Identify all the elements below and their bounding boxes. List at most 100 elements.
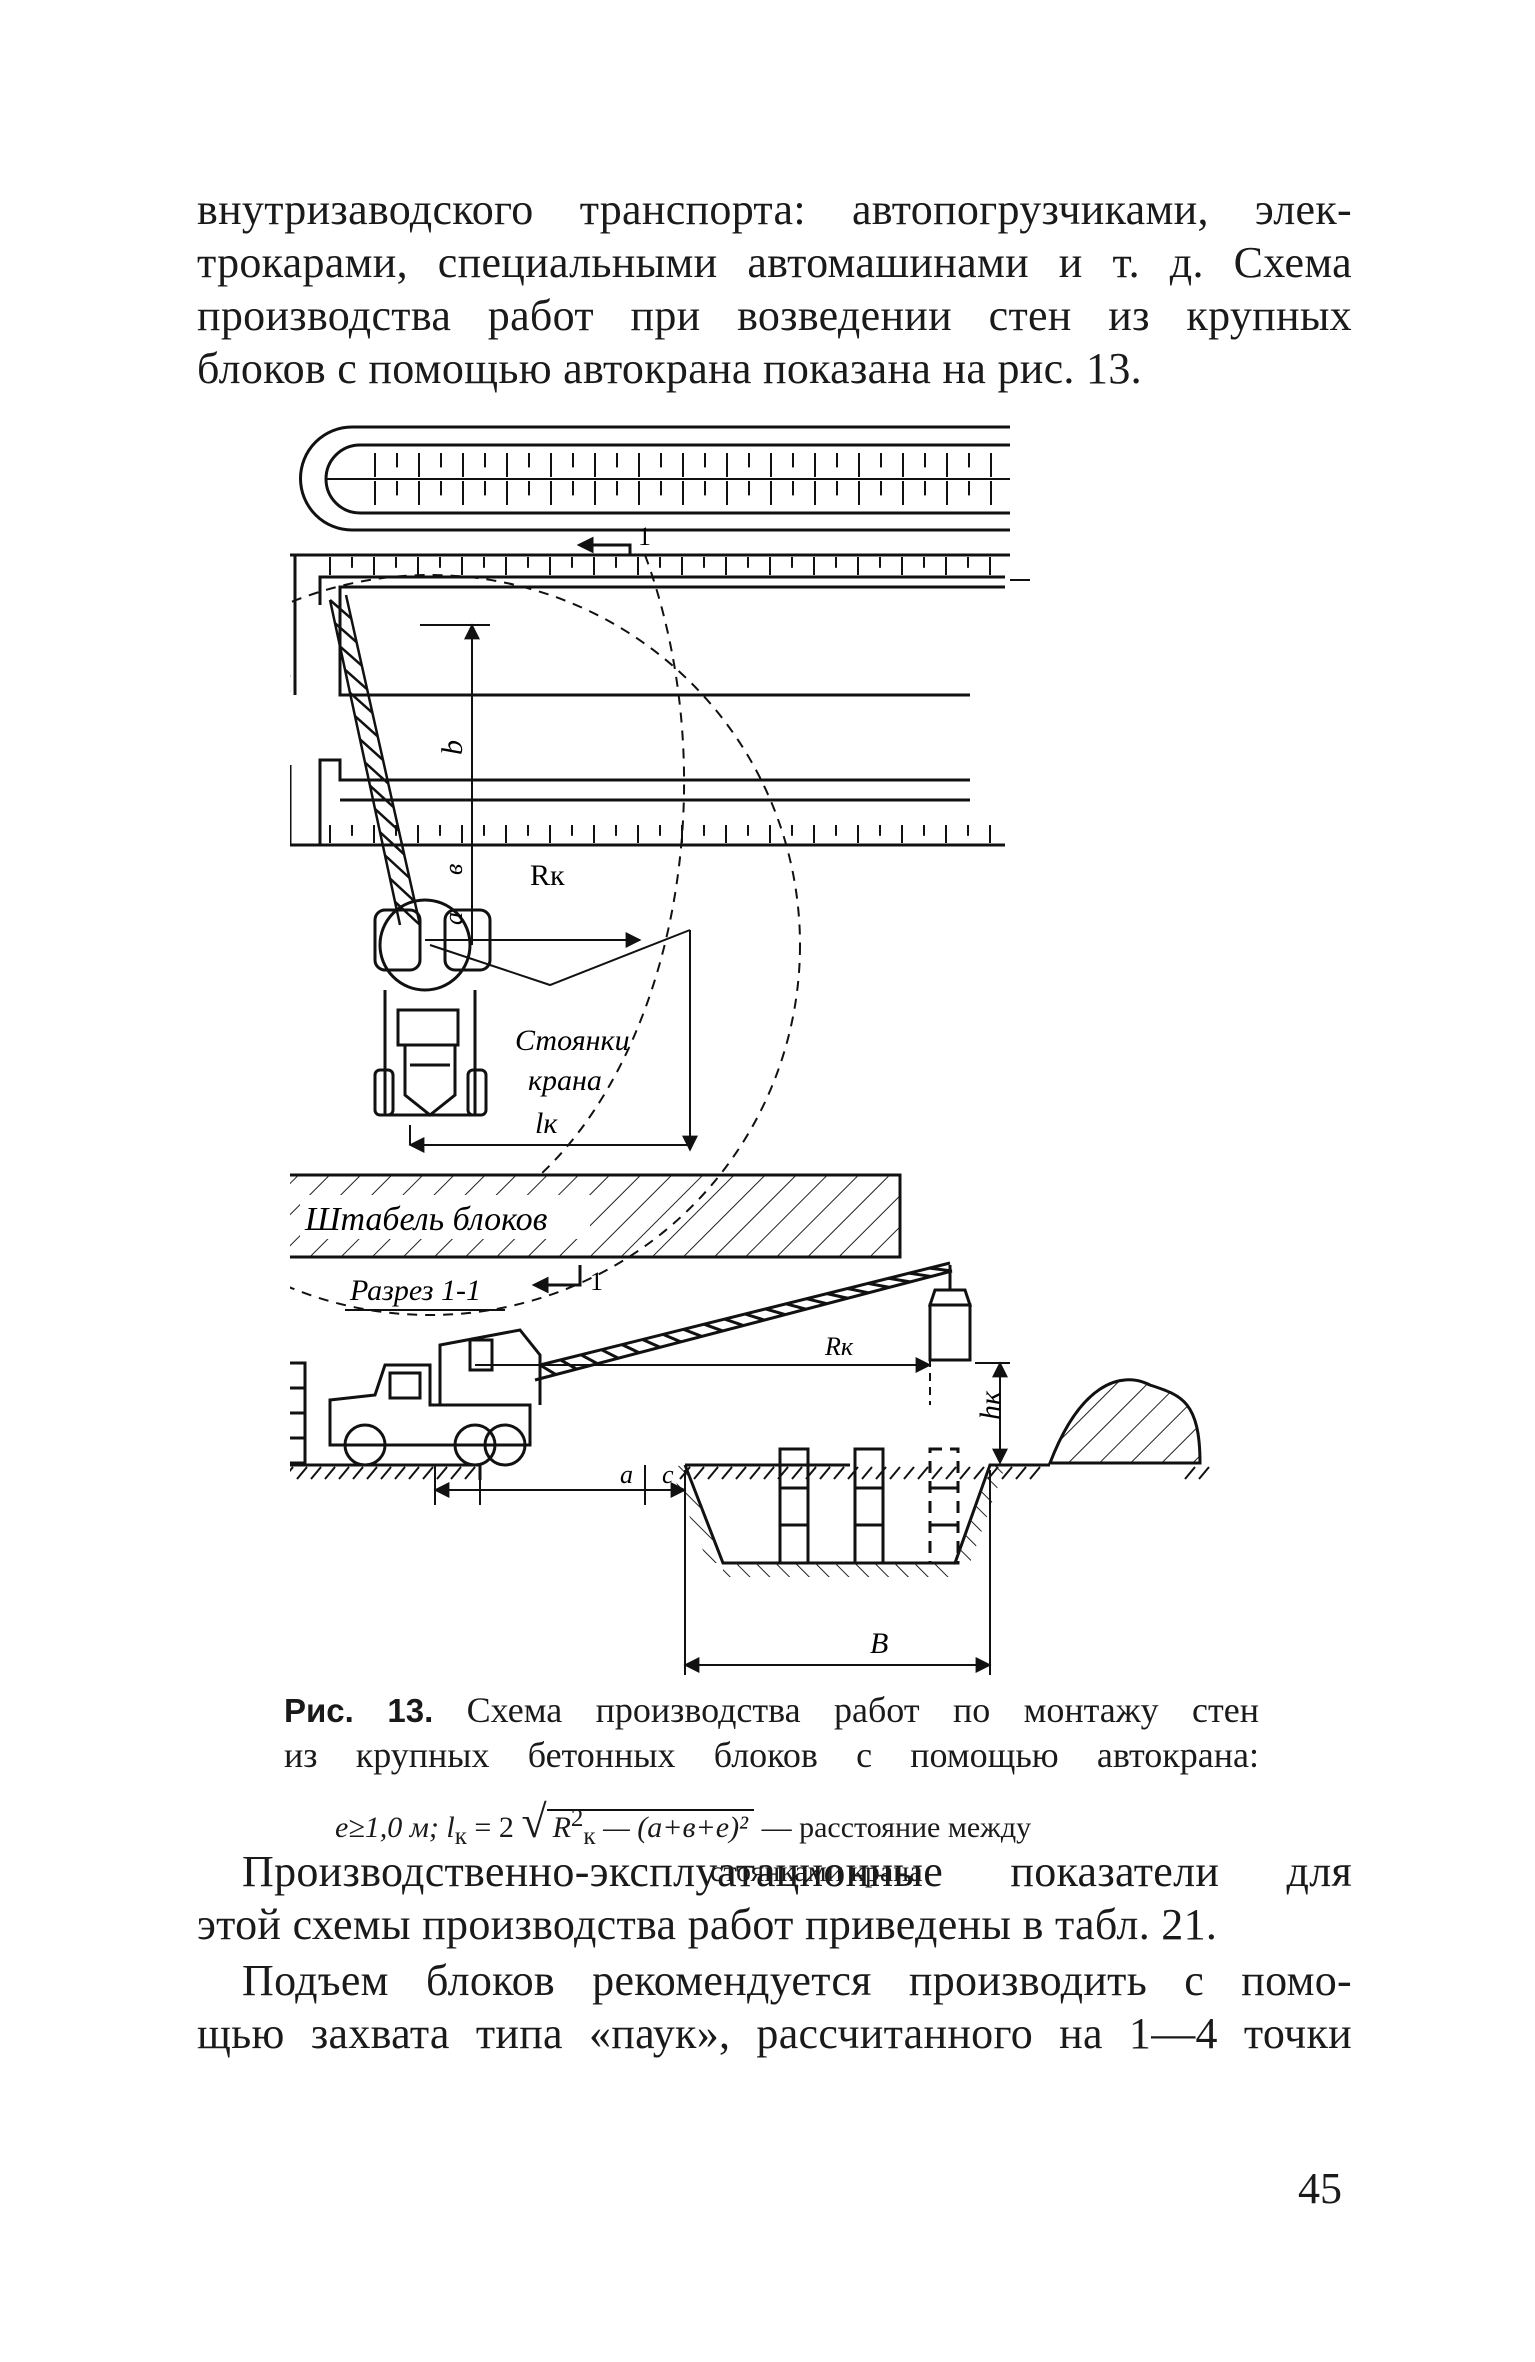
ground-hatch-mark: [791, 1466, 803, 1480]
ground-hatch-mark: [735, 1466, 747, 1480]
parking-pointer-lines: [408, 929, 698, 1153]
text-line: блоков с помощью автокрана показана на р…: [197, 344, 1142, 393]
ground-hatch-mark: [917, 1466, 929, 1480]
label-rk-plan: Rк: [530, 859, 565, 892]
ground-hatch-mark: [707, 1466, 719, 1480]
ground-hatch-mark: [945, 1466, 957, 1480]
label-stoyanki: Стоянки: [515, 1024, 630, 1057]
upper-trench-ticks: [329, 557, 991, 575]
formula-part: e≥1,0 м; l: [335, 1811, 455, 1844]
soil-mound: [1047, 1378, 1202, 1465]
bottom-paragraph: Подъем блоков рекомендуется производить …: [197, 1954, 1352, 2060]
ground-hatch-mark: [833, 1466, 845, 1480]
formula-part: R: [552, 1811, 571, 1844]
ground-hatch-mark: [366, 1466, 378, 1480]
ground-hatch-mark: [819, 1466, 831, 1480]
middle-paragraph: Производственно-эксплуатационные показат…: [197, 1845, 1352, 1951]
lower-trench-ticks: [329, 825, 991, 843]
radius-rk-section: [475, 1345, 932, 1405]
label-shtabel: Штабель блоков: [304, 1201, 548, 1238]
figure-label: Рис. 13.: [284, 1692, 434, 1729]
crane-work-scheme-figure: 1 b в a Rк Стоянки: [290, 425, 1210, 1675]
ground-hatch-mark: [1198, 1466, 1210, 1480]
intro-paragraph: внутризаводского транспорта: автопогрузч…: [197, 183, 1352, 395]
ground-hatch-mark: [889, 1466, 901, 1480]
text-line: производства работ при возведении стен и…: [197, 291, 1352, 340]
ground-hatch-mark: [408, 1466, 420, 1480]
wall-blocks: [778, 1447, 960, 1565]
ground-hatch-mark: [973, 1466, 985, 1480]
caption-formula: e≥1,0 м; lк = 2 √R2к — (a+в+e)² — рассто…: [335, 1795, 1265, 1850]
section-mark-bottom: 1: [590, 1267, 603, 1296]
pit-right-slope-hatch: [955, 1465, 1005, 1563]
truck-crane-side: [328, 1261, 973, 1480]
ground-hatch: [290, 1466, 1210, 1480]
dimension-b: [420, 623, 490, 945]
label-c: c: [662, 1460, 674, 1489]
ground-hatch-mark: [450, 1466, 462, 1480]
dimension-hk: [975, 1361, 1010, 1465]
text-line: Подъем блоков рекомендуется производить …: [242, 1956, 1352, 2005]
label-B: B: [870, 1627, 888, 1660]
ground-hatch-mark: [1029, 1466, 1041, 1480]
ground-hatch-mark: [721, 1466, 733, 1480]
top-trench-ticks: [374, 453, 992, 505]
text-line: внутризаводского транспорта: автопогрузч…: [197, 185, 1352, 234]
crane-body-plan: [373, 898, 492, 1117]
ground-hatch-mark: [903, 1466, 915, 1480]
ground-hatch-mark: [290, 1466, 294, 1473]
top-trench: [299, 425, 1010, 532]
ground-hatch-mark: [693, 1466, 705, 1480]
ground-hatch-mark: [310, 1466, 322, 1480]
formula-sup: 2: [570, 1805, 584, 1832]
label-hk: hк: [974, 1390, 1007, 1420]
section-arrow-top: [576, 536, 632, 555]
text-line: Производственно-эксплуатационные показат…: [242, 1847, 1352, 1896]
ground-hatch-mark: [324, 1466, 336, 1480]
formula-sub: к: [454, 1823, 467, 1850]
ground-hatch-mark: [1184, 1466, 1196, 1480]
pit-bottom-hatch: [723, 1563, 955, 1577]
brick-stack: [290, 1361, 307, 1465]
ground-hatch-mark: [749, 1466, 761, 1480]
ground-hatch-mark: [1001, 1466, 1013, 1480]
crane-swing-circle: [290, 574, 801, 1316]
ground-hatch-mark: [394, 1466, 406, 1480]
ground-hatch-mark: [338, 1466, 350, 1480]
caption-line-2: из крупных бетонных блоков с помощью авт…: [284, 1735, 1259, 1775]
ground-hatch-mark: [436, 1466, 448, 1480]
section-mark-top: 1: [638, 522, 651, 551]
page-number: 45: [1298, 2164, 1342, 2213]
label-a: a: [439, 912, 468, 925]
caption-line-1: Схема производства работ по монтажу стен: [466, 1690, 1259, 1730]
wall-trench-upper: [290, 553, 1030, 697]
pit-left-slope-hatch: [670, 1465, 723, 1563]
text-line: трокарами, специальными автомашинами и т…: [197, 238, 1352, 287]
crane-boom-plan: [328, 594, 422, 926]
text-line: этой схемы производства работ приведены …: [197, 1900, 1218, 1949]
ground-hatch-mark: [763, 1466, 775, 1480]
label-razrez: Разрез 1-1: [349, 1274, 481, 1307]
label-v: в: [439, 864, 468, 875]
formula-sub: к: [583, 1823, 596, 1850]
formula-description: — расстояние между: [754, 1811, 1032, 1844]
ground-hatch-mark: [422, 1466, 434, 1480]
second-swing-arc: [539, 554, 686, 1176]
ground-hatch-mark: [931, 1466, 943, 1480]
section-arrow-bottom: [531, 1265, 582, 1294]
ground-hatch-mark: [1015, 1466, 1027, 1480]
label-rk-section: Rк: [824, 1332, 854, 1361]
label-krana: крана: [528, 1064, 602, 1097]
sqrt-icon: √: [521, 1796, 547, 1847]
ground-hatch-mark: [296, 1466, 308, 1480]
dimension-a-c: [433, 1465, 687, 1505]
wall-trench-lower: [290, 758, 1005, 847]
dimension-B: [683, 1470, 992, 1675]
formula-description-cont: стоянками крана: [710, 1855, 923, 1888]
label-b: b: [436, 740, 469, 755]
figure-caption: Рис. 13. Схема производства работ по мон…: [284, 1688, 1259, 1777]
ground-hatch-mark: [352, 1466, 364, 1480]
formula-part: = 2: [466, 1811, 514, 1844]
text-line: щью захвата типа «паук», рассчитанного н…: [197, 2009, 1352, 2058]
label-lk: lк: [535, 1107, 558, 1140]
